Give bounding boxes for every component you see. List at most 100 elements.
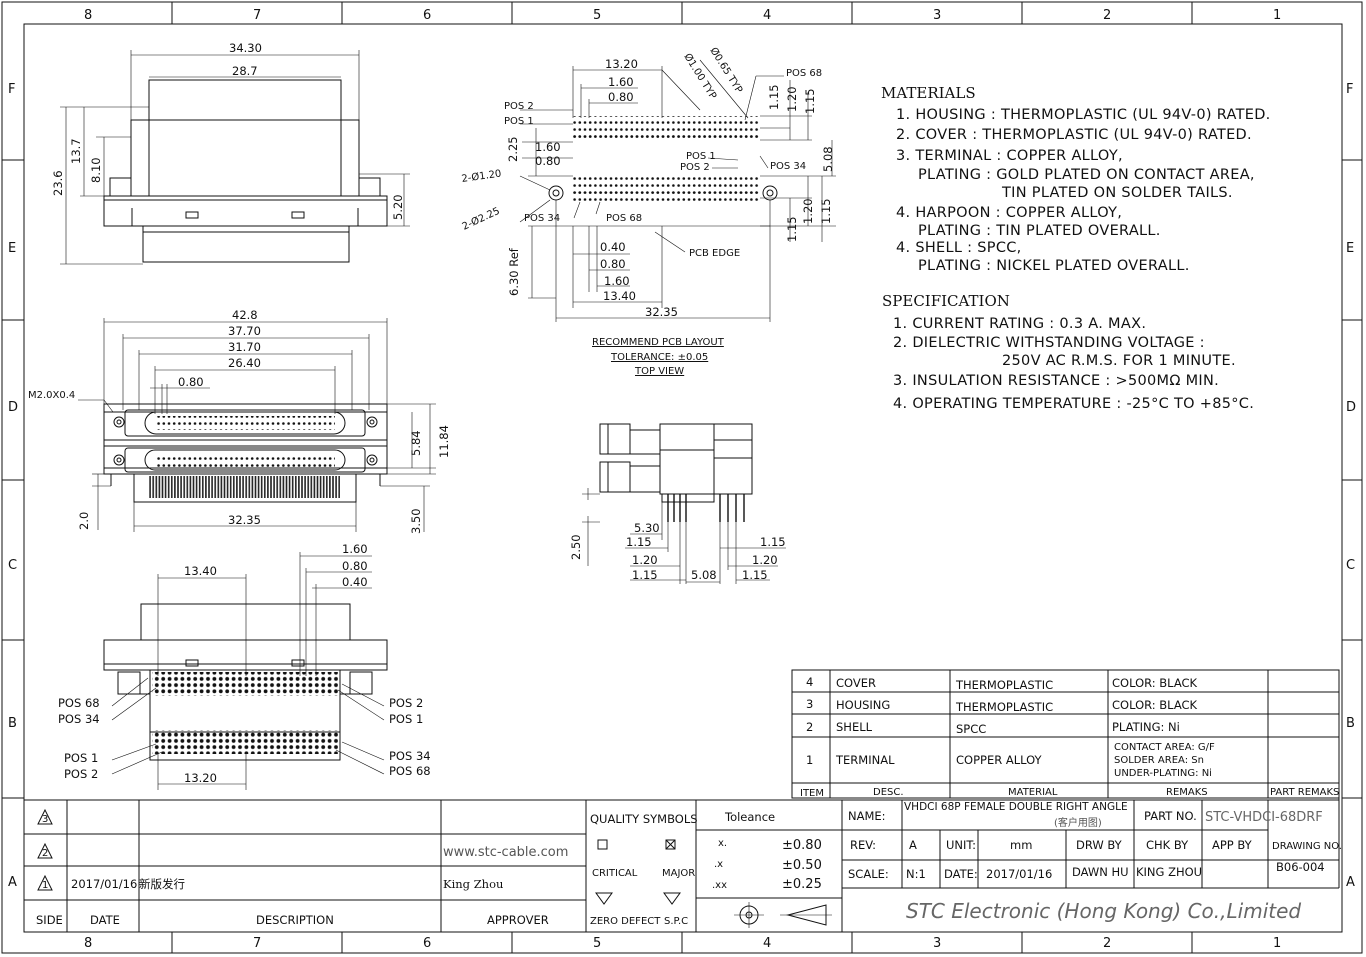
pcb-pos-1-mid: POS 1 xyxy=(686,151,716,162)
side-view: 5.30 1.15 1.20 1.15 5.08 1.15 1.20 1.15 … xyxy=(569,423,786,584)
row-label: B xyxy=(1346,716,1355,731)
pcb-r-1-15a: 1.15 xyxy=(767,84,781,110)
bom-header-desc: DESC. xyxy=(873,787,904,798)
dim-5-84: 5.84 xyxy=(409,430,423,456)
bom-item-4: 4 xyxy=(806,675,813,689)
pcb-caption-1: RECOMMEND PCB LAYOUT xyxy=(592,337,725,348)
materials-line-7: PLATING : TIN PLATED OVERALL. xyxy=(918,223,1161,239)
col-label: 4 xyxy=(763,936,771,951)
dim-3-50: 3.50 xyxy=(409,508,423,534)
pcb-dim-1-60: 1.60 xyxy=(608,75,634,89)
bom-remarks-1c: UNDER-PLATING: Ni xyxy=(1114,768,1212,779)
side-dim-1-15b: 1.15 xyxy=(632,568,658,582)
tolerance-label-3: .xx xyxy=(712,880,727,891)
pcb-dim-13-20: 13.20 xyxy=(605,57,638,71)
chk-by-value: KING ZHOU xyxy=(1136,865,1202,879)
col-label: 6 xyxy=(423,8,431,23)
rev-header-date: DATE xyxy=(90,913,120,927)
pcb-b-1-60: 1.60 xyxy=(604,274,630,288)
dim-2-0: 2.0 xyxy=(77,512,91,530)
materials-line-1: 1. HOUSING : THERMOPLASTIC (UL 94V-0) RA… xyxy=(896,107,1271,123)
side-dim-1-15a: 1.15 xyxy=(626,535,652,549)
label-pos-68-right: POS 68 xyxy=(389,764,431,778)
bom-item-1: 1 xyxy=(806,753,813,767)
spec-line-5: 4. OPERATING TEMPERATURE : -25°C TO +85°… xyxy=(893,396,1254,412)
unit-value: mm xyxy=(1010,838,1032,852)
rev-label: REV: xyxy=(850,838,876,852)
rev-number-2: 2 xyxy=(42,848,48,859)
col-label: 8 xyxy=(84,8,92,23)
row-label: C xyxy=(1346,558,1355,573)
pcb-layout: 13.20 1.60 0.80 Ø1.00 TYP Ø0.65 TYP POS … xyxy=(460,45,836,377)
col-label: 5 xyxy=(593,8,601,23)
bom-material-3: THERMOPLASTIC xyxy=(955,700,1053,714)
dim-28-7: 28.7 xyxy=(232,64,258,78)
pcb-edge-label: PCB EDGE xyxy=(689,248,740,259)
col-label: 2 xyxy=(1103,936,1111,951)
bom-table: 4 COVER THERMOPLASTIC COLOR: BLACK 3 HOU… xyxy=(791,669,1340,799)
rev-triangle-3: 3 xyxy=(37,808,53,825)
bom-header-remarks: REMAKS xyxy=(1166,787,1208,798)
website: www.stc-cable.com xyxy=(443,845,568,860)
pcb-r-1-15b: 1.15 xyxy=(803,88,817,114)
pcb-l-2-25: 2.25 xyxy=(506,136,520,162)
tolerance-value-1: ±0.80 xyxy=(782,838,822,853)
bom-remarks-4: COLOR: BLACK xyxy=(1112,676,1198,690)
row-label: A xyxy=(1346,875,1355,890)
row-label: E xyxy=(1346,241,1354,256)
rev-date-1: 2017/01/16 xyxy=(71,877,137,891)
bottom-view: 13.40 13.20 1.60 0.80 0.40 POS 68 POS 34… xyxy=(58,542,431,790)
drw-by-label: DRW BY xyxy=(1076,838,1123,852)
row-labels-right: F E D C B A xyxy=(1346,82,1356,890)
col-label: 4 xyxy=(763,8,771,23)
tolerance-value-3: ±0.25 xyxy=(782,877,822,892)
pcb-l-0-80: 0.80 xyxy=(535,154,561,168)
pcb-r-1-15d: 1.15 xyxy=(785,216,799,242)
rev-desc-1: 新版发行 xyxy=(139,877,185,891)
pcb-r-1-15c: 1.15 xyxy=(819,198,833,224)
pcb-b-0-80: 0.80 xyxy=(600,257,626,271)
dim-31-70: 31.70 xyxy=(228,340,261,354)
pcb-pos-68-low: POS 68 xyxy=(606,213,642,224)
col-label: 7 xyxy=(253,936,261,951)
bom-header-item: ITEM xyxy=(800,788,824,799)
major-symbol-icon xyxy=(665,839,676,850)
side-dim-1-20b: 1.20 xyxy=(752,553,778,567)
spec-line-1: 1. CURRENT RATING : 0.3 A. MAX. xyxy=(893,316,1146,332)
scale-value: N:1 xyxy=(906,867,926,881)
col-label: 1 xyxy=(1273,8,1281,23)
materials-line-6: 4. HARPOON : COPPER ALLOY, xyxy=(896,205,1122,221)
col-label: 7 xyxy=(253,8,261,23)
rev-approver-1: King Zhou xyxy=(443,877,503,891)
label-pos-34: POS 34 xyxy=(58,712,100,726)
bom-item-2: 2 xyxy=(806,720,813,734)
bom-desc-3: HOUSING xyxy=(836,698,890,712)
pcb-pos-1: POS 1 xyxy=(504,116,534,127)
side-dim-1-20a: 1.20 xyxy=(632,553,658,567)
rev-header-side: SIDE xyxy=(36,913,63,927)
quality-major: MAJOR xyxy=(662,868,695,879)
materials-line-5: TIN PLATED ON SOLDER TAILS. xyxy=(1001,185,1233,201)
bom-remarks-1b: SOLDER AREA: Sn xyxy=(1114,755,1204,766)
bom-remarks-1a: CONTACT AREA: G/F xyxy=(1114,742,1215,753)
quality-title: QUALITY SYMBOLS xyxy=(590,812,698,826)
col-label: 1 xyxy=(1273,936,1281,951)
side-dim-5-08: 5.08 xyxy=(691,568,717,582)
pcb-caption-2: TOLERANCE: ±0.05 xyxy=(610,352,708,363)
rev-value: A xyxy=(909,838,917,852)
bom-desc-4: COVER xyxy=(836,676,876,690)
row-label: A xyxy=(8,875,17,890)
dim-26-40: 26.40 xyxy=(228,356,261,370)
bom-remarks-2: PLATING: Ni xyxy=(1112,720,1180,734)
name-value-line-2: (客户用图) xyxy=(1054,816,1102,829)
unit-label: UNIT: xyxy=(946,838,976,852)
date-value: 2017/01/16 xyxy=(986,867,1052,881)
dim-37-70: 37.70 xyxy=(228,324,261,338)
dim-1-60: 1.60 xyxy=(342,542,368,556)
critical-symbol-icon xyxy=(597,839,608,850)
label-pos-34-right: POS 34 xyxy=(389,749,431,763)
bom-remarks-3: COLOR: BLACK xyxy=(1112,698,1198,712)
pcb-pos-34-low: POS 34 xyxy=(524,213,560,224)
